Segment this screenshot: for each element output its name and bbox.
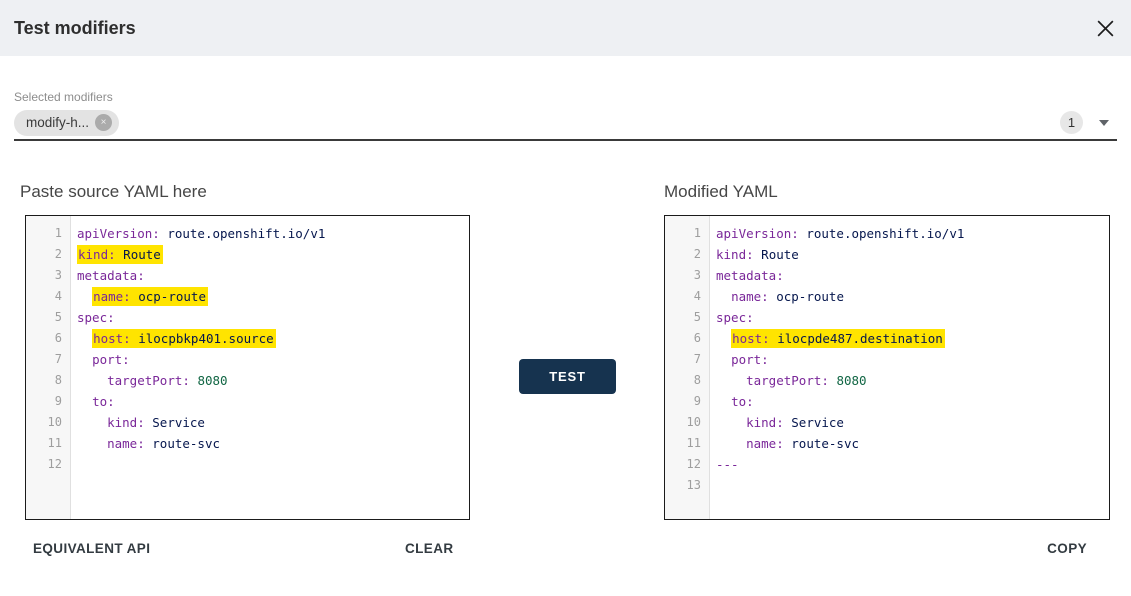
highlighted-code: host: ilocpde487.destination	[731, 329, 945, 348]
close-button[interactable]	[1093, 16, 1117, 40]
code-line: name: ocp-route	[77, 286, 469, 307]
code-line: targetPort: 8080	[746, 373, 867, 388]
line-number: 9	[54, 394, 62, 408]
line-number: 11	[686, 436, 701, 450]
line-number: 10	[47, 415, 62, 429]
line-number: 8	[54, 373, 62, 387]
equivalent-api-button[interactable]: EQUIVALENT API	[33, 541, 151, 556]
chip-remove-icon[interactable]: ×	[95, 114, 113, 131]
line-number: 10	[686, 415, 701, 429]
line-number: 6	[693, 331, 701, 345]
line-number: 6	[54, 331, 62, 345]
line-number: 4	[693, 289, 701, 303]
code-line: kind: Service	[746, 415, 844, 430]
code-line: name: route-svc	[107, 436, 221, 451]
highlighted-code: host: ilocpbkp401.source	[92, 329, 276, 348]
test-button[interactable]: TEST	[519, 359, 616, 394]
code-line: kind: Route	[716, 247, 799, 262]
code-line	[77, 454, 469, 475]
code-line: host: ilocpbkp401.source	[77, 328, 469, 349]
highlighted-code: name: ocp-route	[92, 287, 208, 306]
dialog-header: Test modifiers	[0, 0, 1131, 56]
line-number: 5	[54, 310, 62, 324]
caret-down-icon[interactable]	[1099, 119, 1109, 126]
line-number: 7	[54, 352, 62, 366]
selected-modifiers-label: Selected modifiers	[14, 90, 113, 104]
line-number: 9	[693, 394, 701, 408]
code-line	[716, 475, 1109, 496]
code-line: metadata:	[77, 268, 145, 283]
code-line: port:	[731, 352, 769, 367]
code-line: spec:	[77, 310, 115, 325]
code-line: apiVersion: route.openshift.io/v1	[77, 226, 326, 241]
line-number: 1	[54, 226, 62, 240]
code-line: port:	[92, 352, 130, 367]
code-line: name: ocp-route	[731, 289, 844, 304]
line-number: 2	[54, 247, 62, 261]
line-number: 12	[47, 457, 62, 471]
source-panel-heading: Paste source YAML here	[20, 182, 207, 201]
selected-modifiers-field[interactable]: modify-h... × 1	[14, 106, 1117, 141]
modifier-chip[interactable]: modify-h... ×	[14, 109, 120, 136]
line-number: 1	[693, 226, 701, 240]
selected-count-badge: 1	[1060, 111, 1083, 134]
code-line: ---	[716, 457, 739, 472]
code-line: host: ilocpde487.destination	[716, 328, 1109, 349]
code-line: spec:	[716, 310, 754, 325]
line-number: 4	[54, 289, 62, 303]
source-code-area[interactable]: apiVersion: route.openshift.io/v1 kind: R…	[71, 216, 469, 519]
code-line: to:	[92, 394, 115, 409]
line-number: 2	[693, 247, 701, 261]
line-number: 5	[693, 310, 701, 324]
modified-code-area: apiVersion: route.openshift.io/v1 kind: R…	[710, 216, 1109, 519]
modified-panel-heading: Modified YAML	[664, 182, 778, 201]
line-number: 8	[693, 373, 701, 387]
line-number: 13	[686, 478, 701, 492]
copy-button[interactable]: COPY	[1047, 541, 1087, 556]
line-number: 3	[54, 268, 62, 282]
select-toggle[interactable]: 1	[1060, 111, 1109, 134]
code-line: metadata:	[716, 268, 784, 283]
code-line: kind: Route	[77, 244, 469, 265]
modifier-chip-label: modify-h...	[26, 115, 90, 130]
highlighted-code: kind: Route	[77, 245, 163, 264]
line-number: 11	[47, 436, 62, 450]
code-line: apiVersion: route.openshift.io/v1	[716, 226, 965, 241]
dialog-title: Test modifiers	[14, 17, 136, 38]
close-icon	[1097, 20, 1113, 36]
code-line: to:	[731, 394, 754, 409]
code-line: kind: Service	[107, 415, 205, 430]
clear-button[interactable]: CLEAR	[405, 541, 454, 556]
line-number: 7	[693, 352, 701, 366]
line-number: 12	[686, 457, 701, 471]
code-line: name: route-svc	[746, 436, 860, 451]
chip-list: modify-h... ×	[14, 109, 120, 136]
code-line: targetPort: 8080	[107, 373, 228, 388]
line-number: 3	[693, 268, 701, 282]
